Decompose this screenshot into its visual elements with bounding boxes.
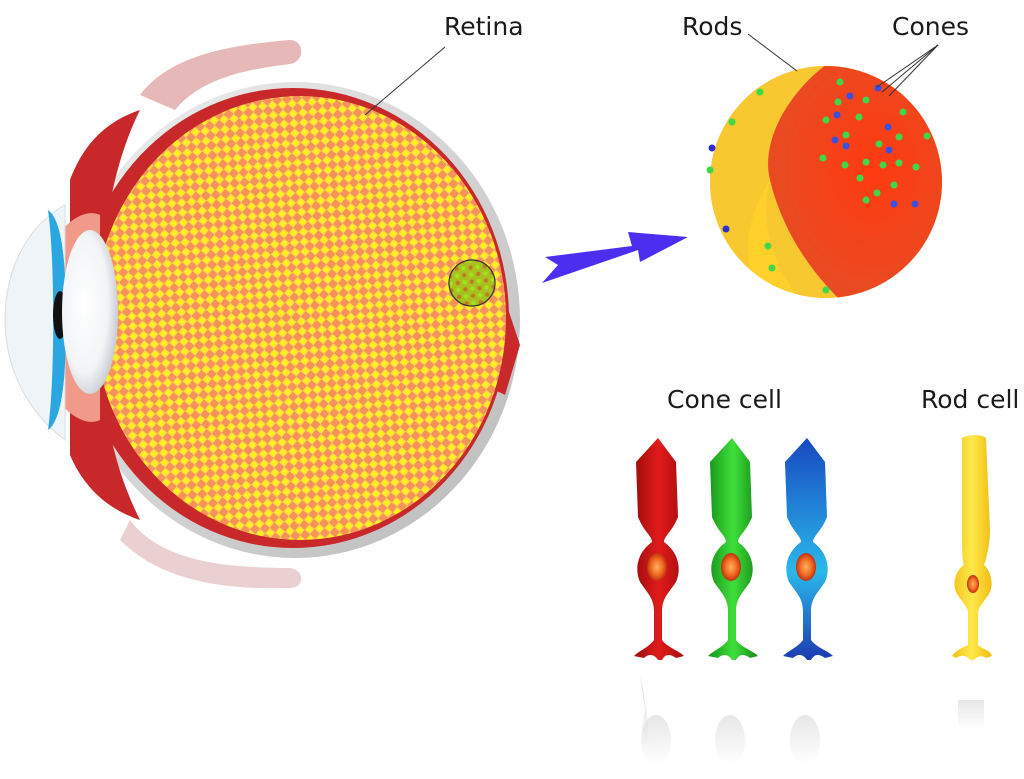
eye-muscle-bottom xyxy=(120,520,302,589)
fovea-highlight xyxy=(448,259,496,307)
cones-leader-line-2 xyxy=(881,44,939,93)
cone-dots xyxy=(706,78,931,294)
rods-leader-line xyxy=(747,33,798,72)
rod-cell-label: Rod cell xyxy=(921,385,1020,414)
retina-label: Retina xyxy=(444,12,524,41)
rods-label: Rods xyxy=(682,12,743,41)
cornea xyxy=(4,204,66,442)
magnified-retina-patch xyxy=(706,66,942,298)
rod-cell-yellow xyxy=(952,435,992,730)
cone-cell-label: Cone cell xyxy=(667,385,782,414)
retina-surface xyxy=(94,96,506,540)
cones-leader-line-1 xyxy=(876,44,939,88)
magnify-arrow-icon xyxy=(542,232,688,283)
cones-label: Cones xyxy=(892,12,970,41)
cone-cell-red xyxy=(634,438,684,765)
cone-cell-green xyxy=(708,438,758,765)
eye-muscle-top xyxy=(140,40,302,110)
lens xyxy=(62,230,118,394)
cone-cell-blue xyxy=(783,438,833,765)
cones-leader-line-3 xyxy=(888,44,939,97)
retina-leader-line xyxy=(364,46,446,116)
